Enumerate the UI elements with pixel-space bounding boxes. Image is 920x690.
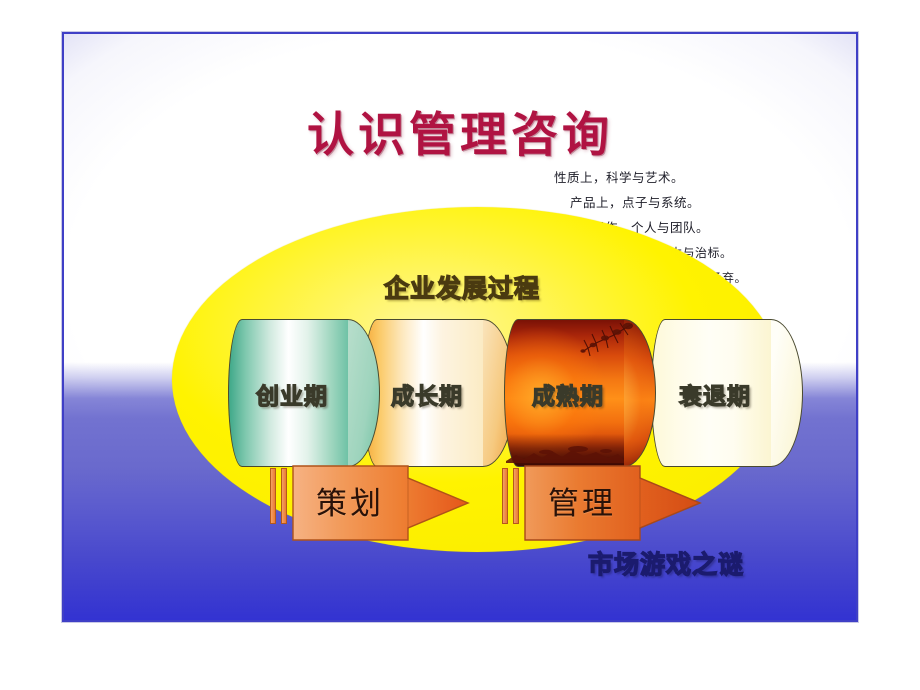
footer-label: 市场游戏之谜: [587, 549, 745, 579]
note-line: 产品上，点子与系统。: [570, 196, 701, 211]
arrow-notch: [281, 468, 287, 524]
page-title: 认识管理咨询: [307, 110, 613, 162]
arrow-notch: [513, 468, 519, 524]
cylinder-body: [504, 319, 624, 467]
ellipse-heading-label: 企业发展过程: [383, 273, 541, 303]
arrow-notch: [502, 468, 508, 524]
arrow-label: 策划: [316, 486, 384, 521]
cylinder-body: [363, 319, 483, 467]
stage-label: 成长期: [390, 383, 463, 410]
right-arrow-icon: [292, 465, 470, 541]
stage-cylinder-startup: 创业期: [228, 319, 380, 467]
cylinder-body: [651, 319, 771, 467]
stage-label: 创业期: [255, 383, 328, 410]
note-line: 性质上，科学与艺术。: [554, 171, 685, 185]
stage-cylinder-decline: 衰退期: [651, 319, 803, 467]
presentation-slide: 认识管理咨询 性质上，科学与艺术。 产品上，点子与系统。 运作，个人与团队。 功…: [62, 32, 858, 622]
right-arrow-icon: [524, 465, 702, 541]
stage-cylinder-maturity: 成熟期: [504, 319, 656, 467]
arrow-notch: [270, 468, 276, 524]
arrow-label: 管理: [548, 486, 616, 521]
stage-label: 衰退期: [678, 383, 751, 410]
stage-label: 成熟期: [531, 383, 604, 410]
stage-cylinder-growth: 成长期: [363, 319, 515, 467]
cylinder-body: [228, 319, 348, 467]
phase-arrow-management: 管理: [502, 464, 702, 542]
phase-arrow-planning: 策划: [270, 464, 470, 542]
